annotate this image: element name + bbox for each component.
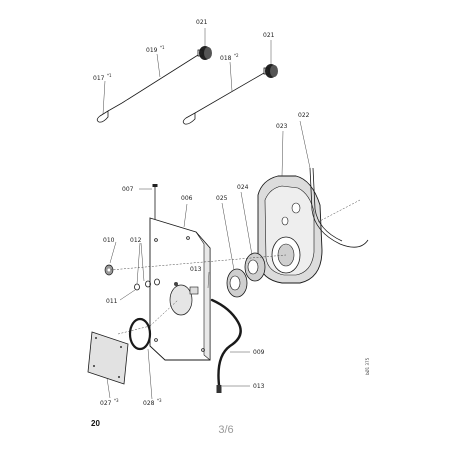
- drawing-code: bØ1 375: [365, 357, 370, 375]
- label-023: 023: [276, 123, 288, 130]
- leader-lines: [102, 28, 311, 400]
- disk-025: [226, 268, 248, 298]
- handle-018: [182, 112, 196, 125]
- note-018: *2: [234, 53, 239, 58]
- label-028: 028: [143, 400, 155, 407]
- note-028: *3: [157, 398, 162, 403]
- label-021-lower: 021: [263, 32, 275, 39]
- o-ring-028: [128, 317, 152, 351]
- label-021-upper: 021: [196, 19, 208, 26]
- label-012: 012: [130, 237, 142, 244]
- note-027: *3: [114, 398, 119, 403]
- label-018: 018: [220, 55, 232, 62]
- label-013-lower: 013: [253, 383, 265, 390]
- cable-009: [210, 298, 242, 393]
- label-013-upper: 013: [190, 266, 202, 273]
- mounting-plate-006: [149, 217, 211, 361]
- label-017: 017: [93, 75, 105, 82]
- label-007: 007: [122, 186, 134, 193]
- rod-018: [194, 72, 265, 114]
- knob-021-upper: [197, 46, 212, 60]
- label-025: 025: [216, 195, 228, 202]
- washers-011-012: [134, 278, 178, 291]
- screw-007: [152, 184, 158, 222]
- cover-023: [257, 175, 323, 284]
- sheet-indicator: 3/6: [218, 424, 234, 436]
- note-017: *1: [107, 73, 112, 78]
- gasket-027: [87, 331, 129, 385]
- assembly-axis-lines: [109, 254, 287, 335]
- rod-019: [107, 54, 199, 112]
- label-006: 006: [181, 195, 193, 202]
- label-010: 010: [103, 237, 115, 244]
- disk-024: [244, 252, 266, 282]
- bolt-010: [104, 264, 114, 276]
- part-labels: 021 021 019 *1 018 *2 017 *1 022 023 024…: [93, 19, 310, 407]
- label-011: 011: [106, 298, 118, 305]
- note-019: *1: [160, 45, 165, 50]
- cable-022: [309, 167, 369, 248]
- label-022: 022: [298, 112, 310, 119]
- handle-017: [96, 110, 109, 123]
- knob-021-lower: [263, 64, 278, 78]
- label-019: 019: [146, 47, 158, 54]
- label-027: 027: [100, 400, 112, 407]
- page-number: 20: [91, 419, 100, 428]
- label-024: 024: [237, 184, 249, 191]
- label-009: 009: [253, 349, 265, 356]
